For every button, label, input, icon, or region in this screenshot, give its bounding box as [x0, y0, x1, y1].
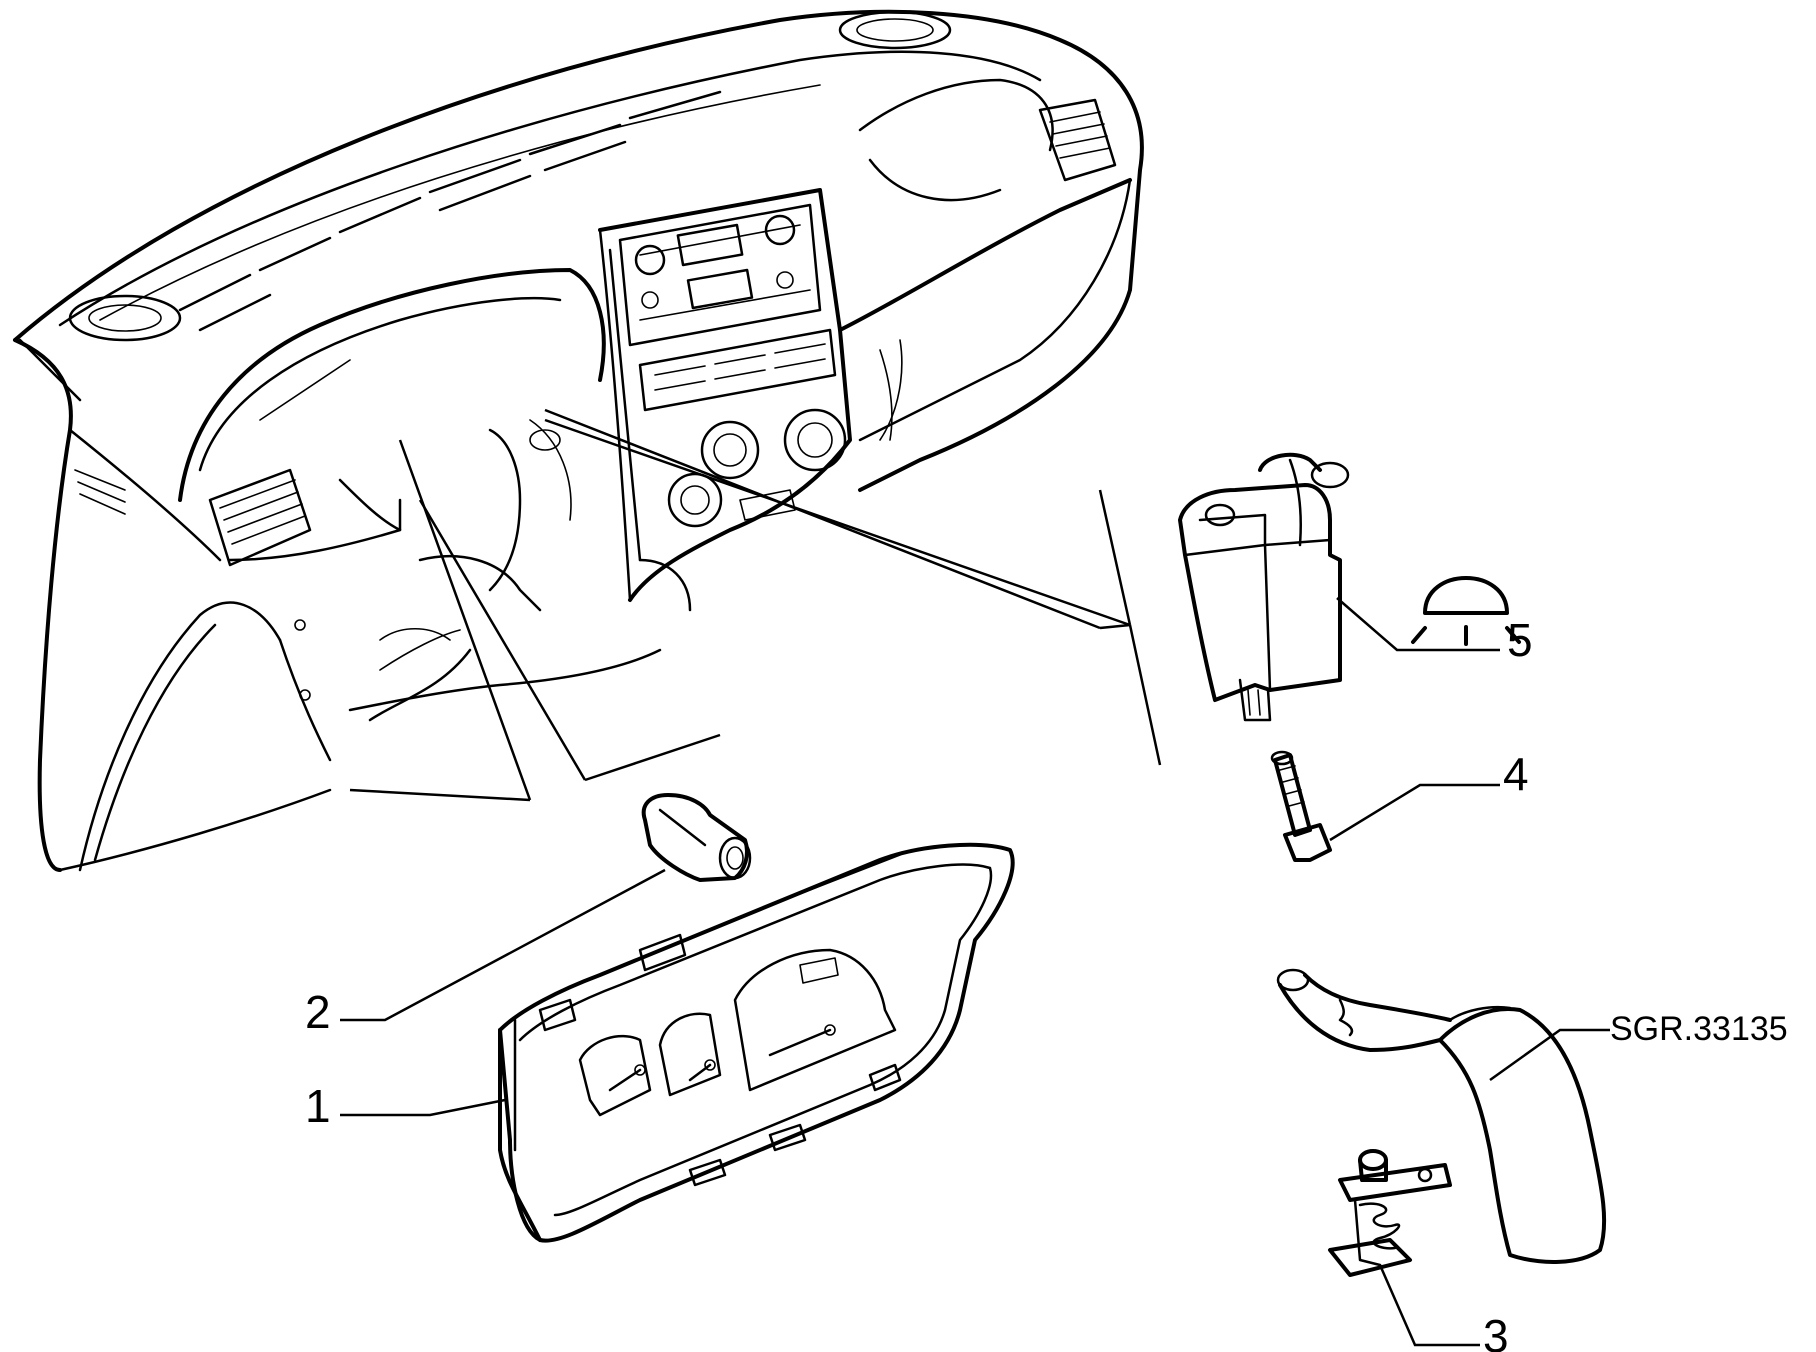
part-4-bolt: [1270, 750, 1332, 862]
left-air-vent: [74, 468, 312, 567]
part-1-instrument-cluster: [498, 842, 1015, 1243]
radio-unit: [618, 203, 822, 347]
callout-2-leader: [340, 868, 666, 1022]
callout-1-leader: [340, 1098, 506, 1117]
callout-2: 2: [305, 986, 331, 1038]
defroster-vents: [178, 90, 722, 332]
callout-3: 3: [1483, 1310, 1509, 1352]
callout-3-leader: [1378, 1264, 1480, 1347]
reference-leader: [1489, 1028, 1610, 1082]
callout-5: 5: [1507, 614, 1533, 666]
callout-4-leader: [1329, 783, 1500, 842]
right-air-vent: [1038, 98, 1117, 182]
callout-1: 1: [305, 1080, 331, 1132]
console-switch-bank: [638, 328, 837, 412]
heater-control-knobs: [667, 408, 847, 528]
handbrake-lever: [1276, 968, 1607, 1264]
part-3-spring-switch: [1328, 1149, 1452, 1277]
dashboard-assembly: [13, 9, 1144, 872]
callout-4: 4: [1503, 748, 1529, 800]
callout-5-leader: [1336, 597, 1500, 652]
part-5-switch: [1178, 452, 1350, 722]
assembly-leader-lines: [349, 408, 1162, 802]
part-2-bulb: [641, 793, 752, 882]
reference-code: SGR.33135: [1610, 1010, 1788, 1048]
lamp-symbol-icon: [1411, 576, 1521, 646]
